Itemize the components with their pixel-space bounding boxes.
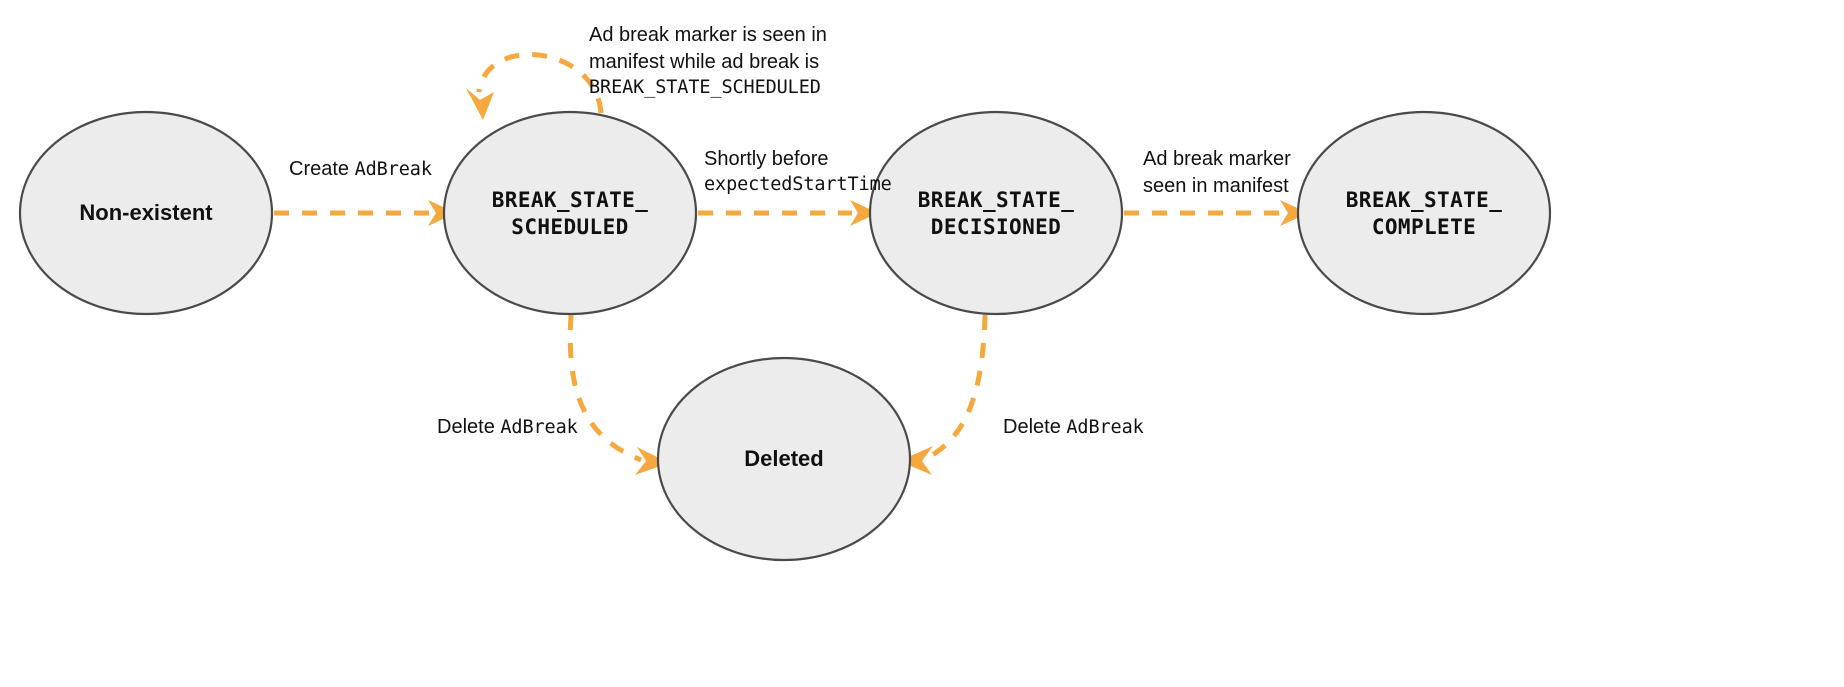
node-non-existent-label: Non-existent (79, 200, 213, 225)
edge-ad-break-marker-seen-in-manifest (1124, 200, 1308, 226)
node-break-state-scheduled-shape[interactable] (442, 110, 698, 316)
edge-create-adbreak (274, 200, 456, 226)
edge-ad-break-marker-seen-scheduled-selfloop (466, 51, 604, 120)
edge-selfloop-arrowhead (466, 88, 494, 120)
edge-label-selfloop: Ad break marker is seen in manifest whil… (589, 22, 827, 100)
edge-label-selfloop-line2: manifest while ad break is (589, 50, 820, 73)
edge-label-delete-left-text: Delete (437, 416, 501, 438)
edge-shortly-before-arrowhead (850, 200, 878, 226)
edge-label-delete-right-code: AdBreak (1066, 417, 1144, 438)
edge-label-marker-seen-line2: seen in manifest (1143, 174, 1289, 197)
edge-delete-right-arrowhead (899, 446, 933, 475)
node-break-state-complete-label-line1: BREAK_STATE_ (1346, 188, 1503, 212)
edge-shortly-before-expected-start-time (698, 200, 878, 226)
node-break-state-scheduled-label-line1: BREAK_STATE_ (492, 188, 649, 212)
edge-label-delete-adbreak-left: Delete AdBreak (437, 414, 578, 441)
node-break-state-decisioned-label-line2: DECISIONED (931, 215, 1061, 239)
edge-label-marker-seen-line1: Ad break marker (1143, 148, 1291, 170)
edge-label-delete-left-code: AdBreak (500, 417, 578, 438)
node-deleted[interactable]: Deleted (656, 356, 912, 562)
edge-create-adbreak-arrowhead (428, 200, 456, 226)
node-break-state-decisioned[interactable]: BREAK_STATE_ DECISIONED (868, 110, 1124, 316)
edge-label-shortly-before-line1: Shortly before (704, 148, 829, 170)
edge-label-selfloop-line3: BREAK_STATE_SCHEDULED (589, 76, 821, 98)
edge-delete-right-line (925, 314, 988, 461)
edge-label-selfloop-line1: Ad break marker is seen in (589, 24, 827, 46)
edge-delete-adbreak-from-scheduled (567, 314, 669, 475)
edge-label-create-adbreak-text: Create (289, 158, 355, 180)
node-break-state-complete[interactable]: BREAK_STATE_ COMPLETE (1296, 110, 1552, 316)
edge-selfloop-line (476, 51, 604, 114)
edge-delete-left-line (567, 314, 642, 463)
node-non-existent-shape[interactable] (18, 110, 274, 316)
edge-label-shortly-before: Shortly before expectedStartTime (704, 146, 892, 198)
edge-label-create-adbreak-code: AdBreak (354, 159, 432, 180)
node-break-state-scheduled-label-line2: SCHEDULED (511, 215, 628, 239)
node-deleted-label: Deleted (744, 446, 823, 471)
edge-label-marker-seen-in-manifest: Ad break marker seen in manifest (1143, 146, 1291, 200)
edge-label-shortly-before-line2: expectedStartTime (704, 173, 892, 195)
node-break-state-scheduled[interactable]: BREAK_STATE_ SCHEDULED (442, 110, 698, 316)
edge-label-delete-right-text: Delete (1003, 416, 1067, 438)
edge-delete-adbreak-from-decisioned (899, 314, 988, 475)
node-break-state-complete-shape[interactable] (1296, 110, 1552, 316)
edge-marker-seen-arrowhead (1280, 200, 1308, 226)
node-non-existent[interactable]: Non-existent (18, 110, 274, 316)
edge-delete-left-arrowhead (635, 447, 669, 475)
node-break-state-decisioned-label-line1: BREAK_STATE_ (918, 188, 1075, 212)
edge-label-delete-adbreak-right: Delete AdBreak (1003, 414, 1144, 441)
node-break-state-complete-label-line2: COMPLETE (1372, 215, 1476, 239)
edge-label-create-adbreak: Create AdBreak (289, 156, 432, 183)
node-deleted-shape[interactable] (656, 356, 912, 562)
node-break-state-decisioned-shape[interactable] (868, 110, 1124, 316)
